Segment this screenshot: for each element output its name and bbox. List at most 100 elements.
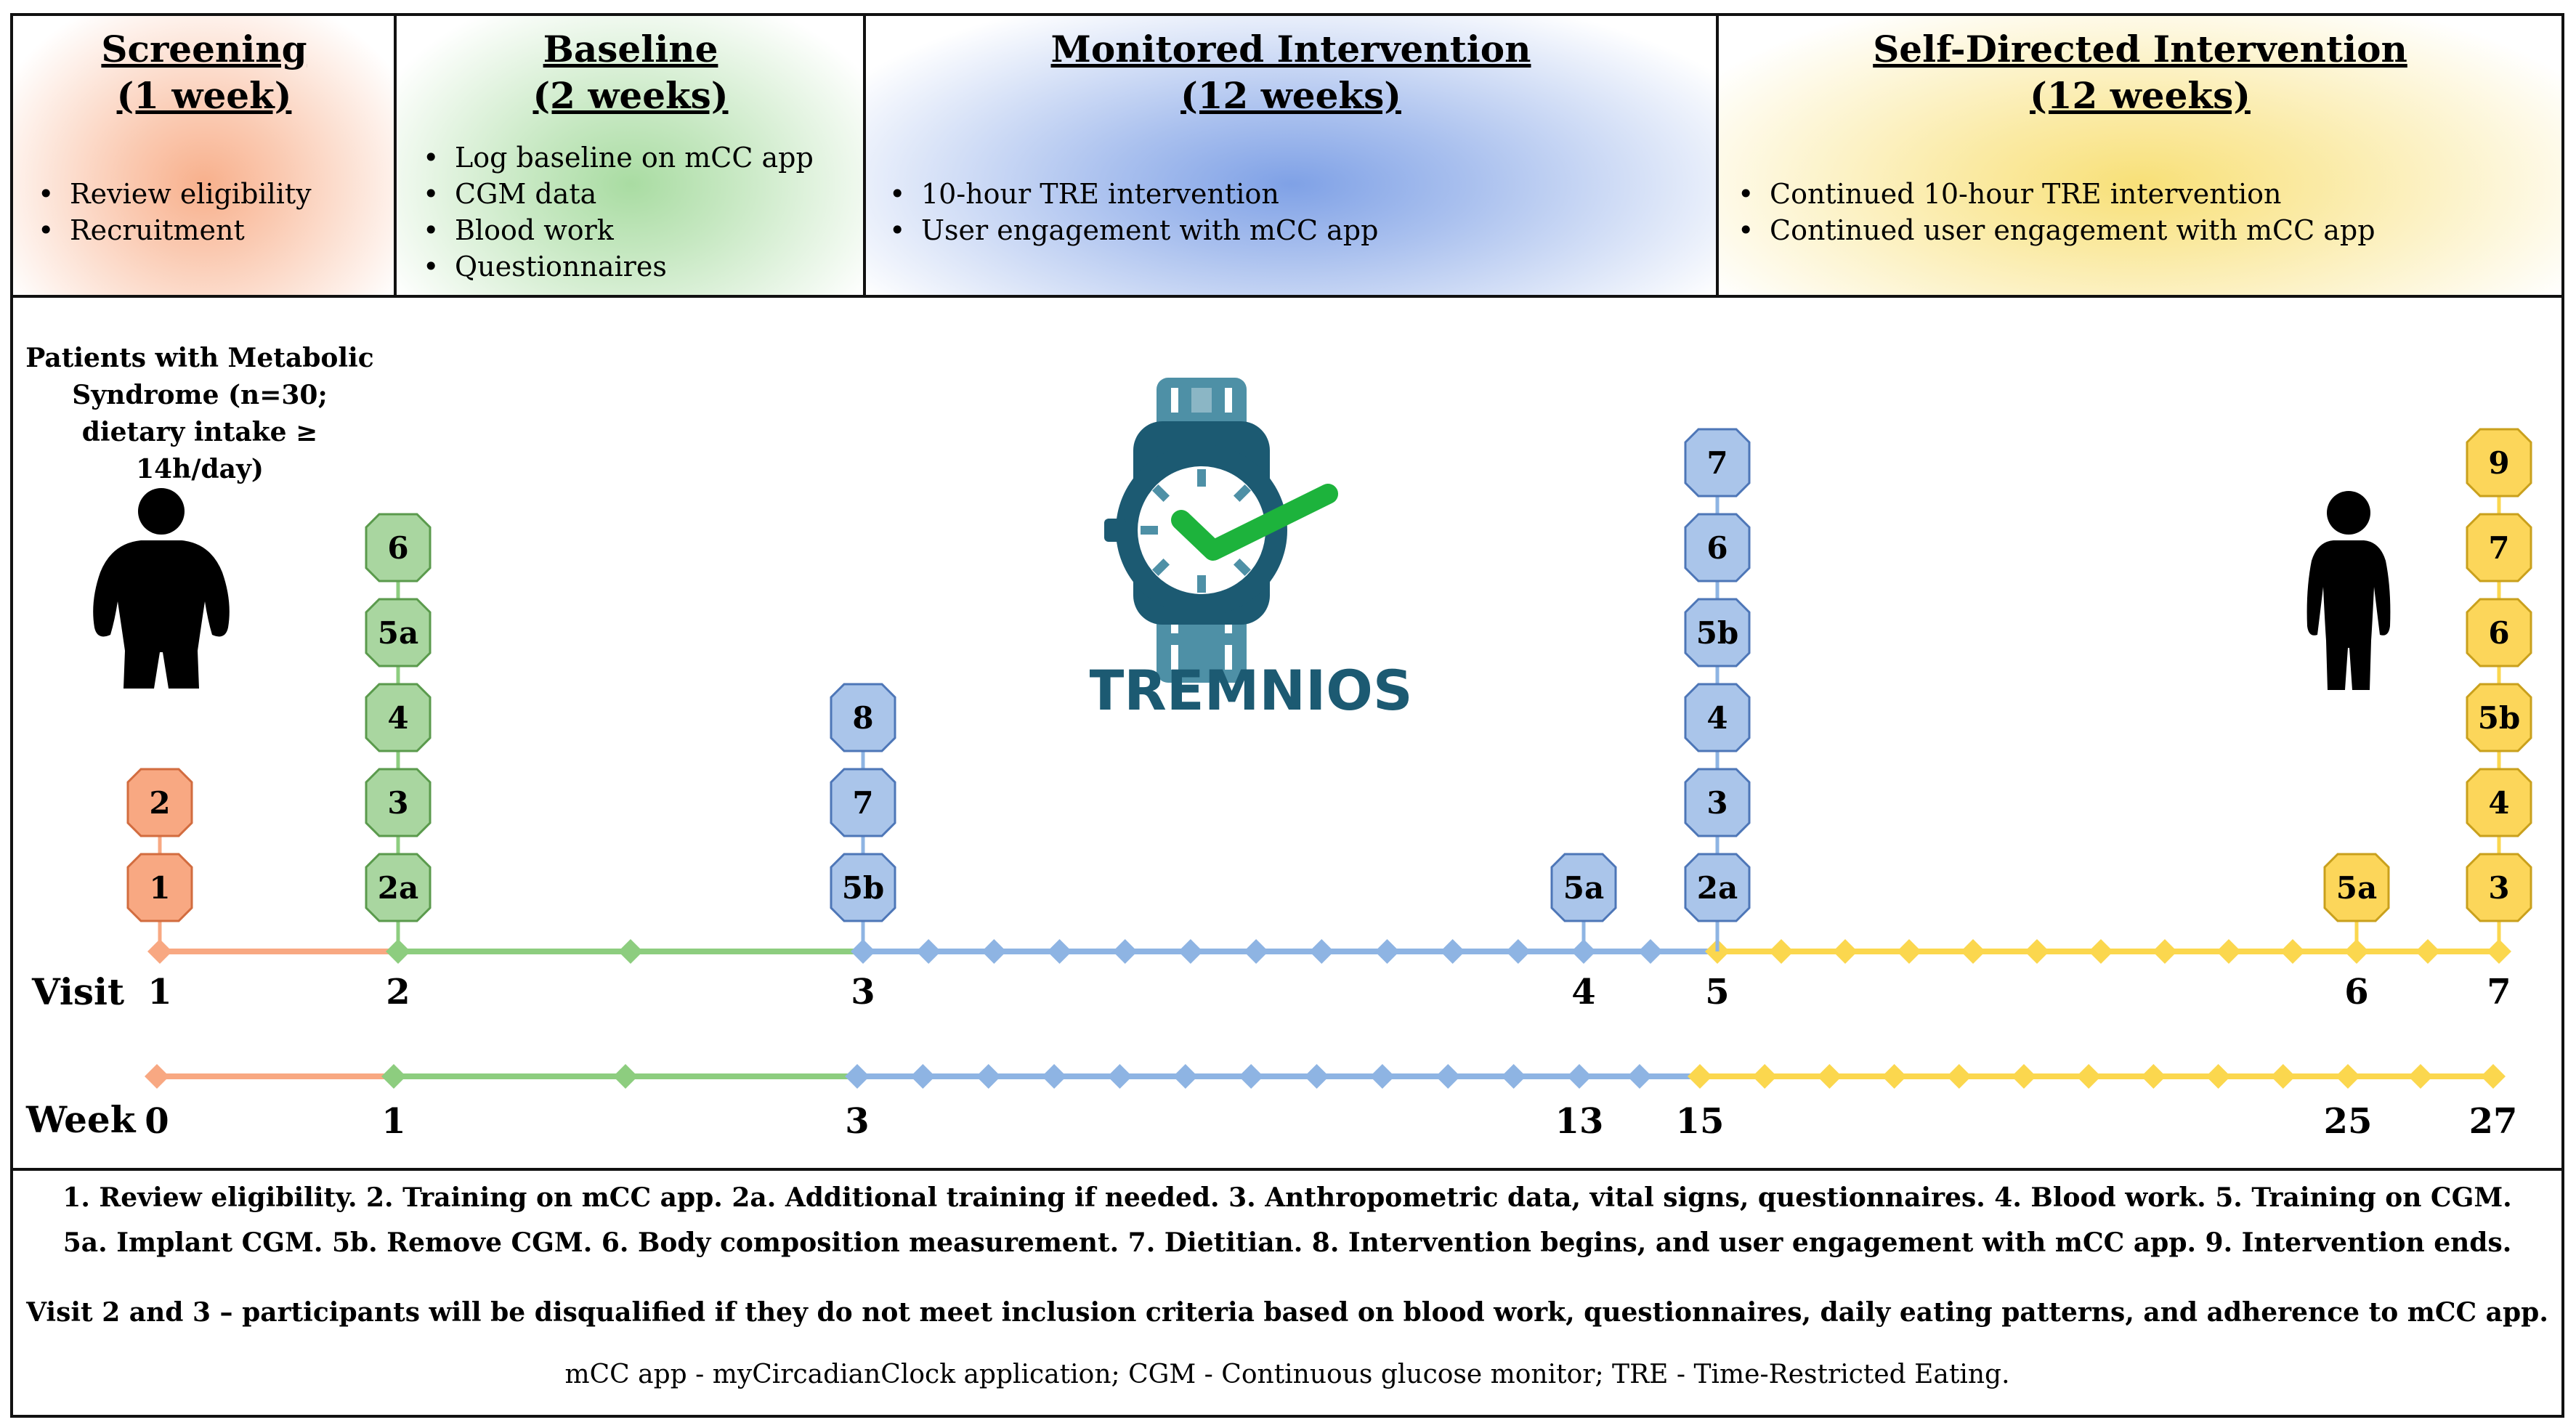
visit-number: 3 [851, 972, 875, 1012]
step-badge-label: 7 [2488, 530, 2509, 566]
step-badge-label: 5b [1696, 615, 1739, 651]
week-marker [981, 939, 1007, 964]
week-marker [910, 1064, 936, 1089]
step-badge [1684, 598, 1751, 667]
phase-item: Questionnaires [420, 248, 814, 285]
visit-number: 5 [1705, 972, 1729, 1012]
step-badge [365, 513, 432, 582]
step-badge [1550, 853, 1617, 922]
step-badge [365, 598, 432, 667]
step-badge [365, 683, 432, 752]
step-badge-label: 6 [387, 530, 408, 566]
week-number: 1 [381, 1101, 405, 1142]
phase-screening: Screening (1 week) Review eligibility Re… [13, 16, 395, 296]
step-badge-label: 8 [852, 700, 873, 736]
visit-number: 7 [2487, 972, 2511, 1012]
step-badge [2466, 598, 2532, 667]
phase-items: Log baseline on mCC app CGM data Blood w… [420, 139, 814, 285]
footer-abbreviations: mCC app - myCircadianClock application; … [564, 1360, 2010, 1389]
phase-self-directed-intervention: Self-Directed Intervention (12 weeks) Co… [1719, 16, 2561, 296]
phase-items: 10-hour TRE intervention User engagement… [886, 176, 1378, 248]
step-badge [365, 768, 432, 837]
step-badge-label: 2 [149, 785, 170, 821]
step-badge [2466, 853, 2532, 922]
footer-note: Visit 2 and 3 – participants will be dis… [26, 1297, 2548, 1328]
phase-title: Screening [101, 28, 307, 70]
step-badge-label: 2a [1697, 870, 1738, 906]
visit-number: 2 [386, 972, 410, 1012]
phase-item: CGM data [420, 176, 814, 212]
milestone-marker [845, 1064, 870, 1089]
week-marker [1946, 1064, 1972, 1089]
week-marker [1505, 939, 1531, 964]
phase-item: User engagement with mCC app [886, 212, 1378, 248]
phase-divider [1716, 16, 1719, 296]
step-badge-label: 5a [378, 615, 418, 651]
week-number: 0 [145, 1101, 169, 1142]
week-marker [1435, 1064, 1461, 1089]
week-marker [1627, 1064, 1652, 1089]
step-badge-label: 4 [387, 700, 408, 736]
phase-item: Review eligibility [35, 176, 312, 212]
step-badge [1684, 513, 1751, 582]
phase-divider [863, 16, 866, 296]
step-badge-label: 7 [852, 785, 873, 821]
step-badge-label: 4 [2488, 785, 2509, 821]
visit-number: 6 [2344, 972, 2368, 1012]
week-marker [1107, 1064, 1133, 1089]
week-marker [613, 1064, 638, 1089]
step-badge [2323, 853, 2390, 922]
week-marker [2280, 939, 2305, 964]
week-number: 25 [2324, 1101, 2373, 1142]
week-number: 13 [1555, 1101, 1604, 1142]
phase-monitored-intervention: Monitored Intervention (12 weeks) 10-hou… [866, 16, 1716, 296]
step-badge-label: 4 [1706, 700, 1728, 736]
week-marker [1817, 1064, 1842, 1089]
week-marker [1752, 1064, 1778, 1089]
phase-divider [394, 16, 397, 296]
visit-number: 4 [1571, 972, 1595, 1012]
week-marker [2141, 1064, 2166, 1089]
step-badge-label: 3 [1706, 785, 1728, 821]
footer-divider [10, 1168, 2564, 1171]
step-badge [2466, 513, 2532, 582]
phase-item: Continued user engagement with mCC app [1735, 212, 2375, 248]
person-large-icon [93, 488, 230, 689]
week-marker [1769, 939, 1794, 964]
week-marker [1178, 939, 1203, 964]
week-marker [2012, 1064, 2036, 1089]
week-row-label: Week [26, 1098, 136, 1141]
week-marker [2270, 1064, 2296, 1089]
week-marker [1897, 939, 1921, 964]
step-badge [830, 683, 896, 752]
logo-text: TREMNIOS [1090, 658, 1409, 712]
visit-row-label: Visit [32, 970, 125, 1013]
week-number: 3 [845, 1101, 869, 1142]
step-badge [126, 768, 193, 837]
milestone-marker [1567, 1064, 1592, 1089]
week-number: 15 [1676, 1101, 1725, 1142]
week-marker [1239, 1064, 1264, 1089]
phase-item: 10-hour TRE intervention [886, 176, 1378, 212]
week-marker [1047, 939, 1072, 964]
week-marker [2152, 939, 2177, 964]
step-badge-label: 5b [2478, 700, 2521, 736]
step-badge-label: 1 [149, 870, 170, 906]
step-badge-label: 6 [1706, 530, 1728, 566]
step-badge [2466, 683, 2532, 752]
milestone-marker [145, 1064, 169, 1089]
week-marker [1112, 939, 1138, 964]
step-badge-label: 2a [378, 870, 418, 906]
phase-duration: (2 weeks) [532, 74, 729, 117]
week-marker [2206, 1064, 2231, 1089]
person-slim-icon [2306, 491, 2391, 690]
week-marker [1172, 1064, 1198, 1089]
week-marker [2408, 1064, 2433, 1089]
tremnios-logo: TREMNIOS [1090, 378, 1409, 712]
week-marker [2216, 939, 2241, 964]
milestone-marker [381, 1064, 406, 1089]
week-marker [1833, 939, 1858, 964]
week-marker [618, 939, 643, 964]
